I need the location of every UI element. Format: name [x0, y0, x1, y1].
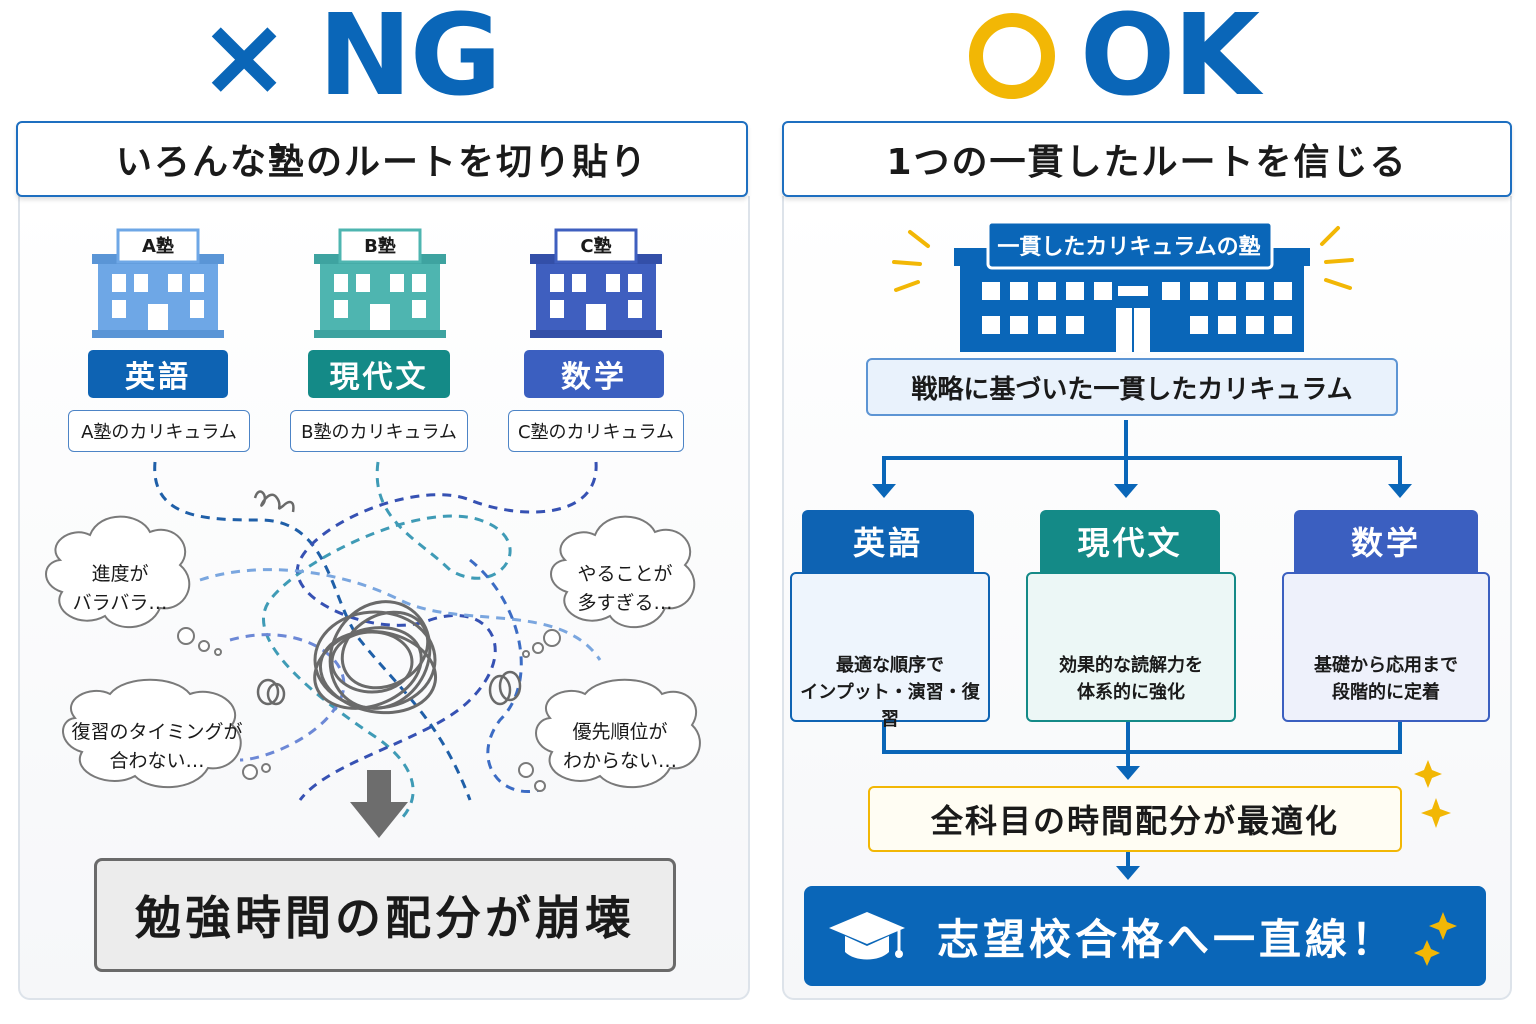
school-b-label: B塾 — [364, 236, 396, 257]
goal-box: 志望校合格へ一直線！ — [804, 886, 1486, 986]
goal-text: 志望校合格へ一直線！ — [936, 914, 1397, 964]
card-english-line1: 最適な順序で — [836, 655, 944, 676]
school-c-building-icon — [530, 228, 662, 338]
curriculum-c: C塾のカリキュラム — [508, 410, 684, 452]
worry-cloud-2 — [550, 515, 696, 629]
ok-graphic — [848, 220, 1451, 880]
worry-cloud-4 — [535, 678, 701, 789]
card-japanese: 効果的な読解力を 体系的に強化 — [1026, 572, 1236, 722]
worry-text-4: 優先順位がわからない… — [562, 721, 677, 772]
tangled-routes — [153, 461, 602, 822]
sparkle-icon — [1414, 912, 1457, 966]
worry-text-1: 進度がバラバラ… — [72, 563, 168, 614]
school-b-building-icon — [314, 228, 446, 338]
flow-connectors — [882, 420, 1402, 486]
cross-icon: × — [198, 0, 291, 120]
ok-subject-english: 英語 — [802, 510, 974, 572]
ok-subject-japanese: 現代文 — [1040, 510, 1220, 572]
worry-cloud-1 — [45, 515, 191, 629]
school-a-label: A塾 — [142, 236, 174, 257]
ok-school-label: 一貫したカリキュラムの塾 — [997, 235, 1261, 260]
school-a-building-icon — [92, 228, 224, 338]
strategy-box: 戦略に基づいた一貫したカリキュラム — [866, 358, 1398, 416]
ok-heading: OK — [966, 0, 1260, 121]
ng-subject-japanese: 現代文 — [308, 350, 450, 398]
ng-heading: × NG — [198, 0, 502, 121]
school-c-label: C塾 — [580, 236, 612, 257]
curriculum-a: A塾のカリキュラム — [68, 410, 250, 452]
card-japanese-line2: 体系的に強化 — [1077, 682, 1185, 703]
optimize-box: 全科目の時間配分が最適化 — [868, 786, 1402, 852]
card-math-line2: 段階的に定着 — [1332, 682, 1440, 703]
ok-subject-math: 数学 — [1294, 510, 1478, 572]
down-arrow-icon — [350, 770, 408, 838]
worry-cloud-3 — [62, 678, 242, 789]
card-english: 最適な順序で インプット・演習・復習 — [790, 572, 990, 730]
card-english-line2: インプット・演習・復習 — [800, 682, 980, 730]
worry-text-2: やることが多すぎる… — [577, 563, 673, 614]
card-japanese-line1: 効果的な読解力を — [1059, 655, 1203, 676]
card-math-line1: 基礎から応用まで — [1314, 655, 1458, 676]
sparkle-stars — [1414, 760, 1451, 828]
graduation-cap-icon — [828, 912, 905, 960]
sparkle-rays — [892, 226, 1354, 292]
ng-heading-text: NG — [318, 0, 502, 121]
circle-icon — [969, 13, 1055, 99]
ng-result-box: 勉強時間の配分が崩壊 — [94, 858, 676, 972]
ng-schools-graphic — [45, 228, 701, 838]
worry-clouds — [45, 515, 701, 792]
ok-title: 1つの一貫したルートを信じる — [782, 121, 1512, 197]
ng-subject-math: 数学 — [524, 350, 664, 398]
ng-subject-english: 英語 — [88, 350, 228, 398]
worry-text-3: 復習のタイミングが合わない… — [71, 721, 243, 772]
ok-heading-text: OK — [1080, 0, 1260, 121]
ng-title: いろんな塾のルートを切り貼り — [16, 121, 748, 197]
card-math: 基礎から応用まで 段階的に定着 — [1282, 572, 1490, 722]
curriculum-b: B塾のカリキュラム — [290, 410, 468, 452]
tangle-scribble — [313, 600, 438, 715]
